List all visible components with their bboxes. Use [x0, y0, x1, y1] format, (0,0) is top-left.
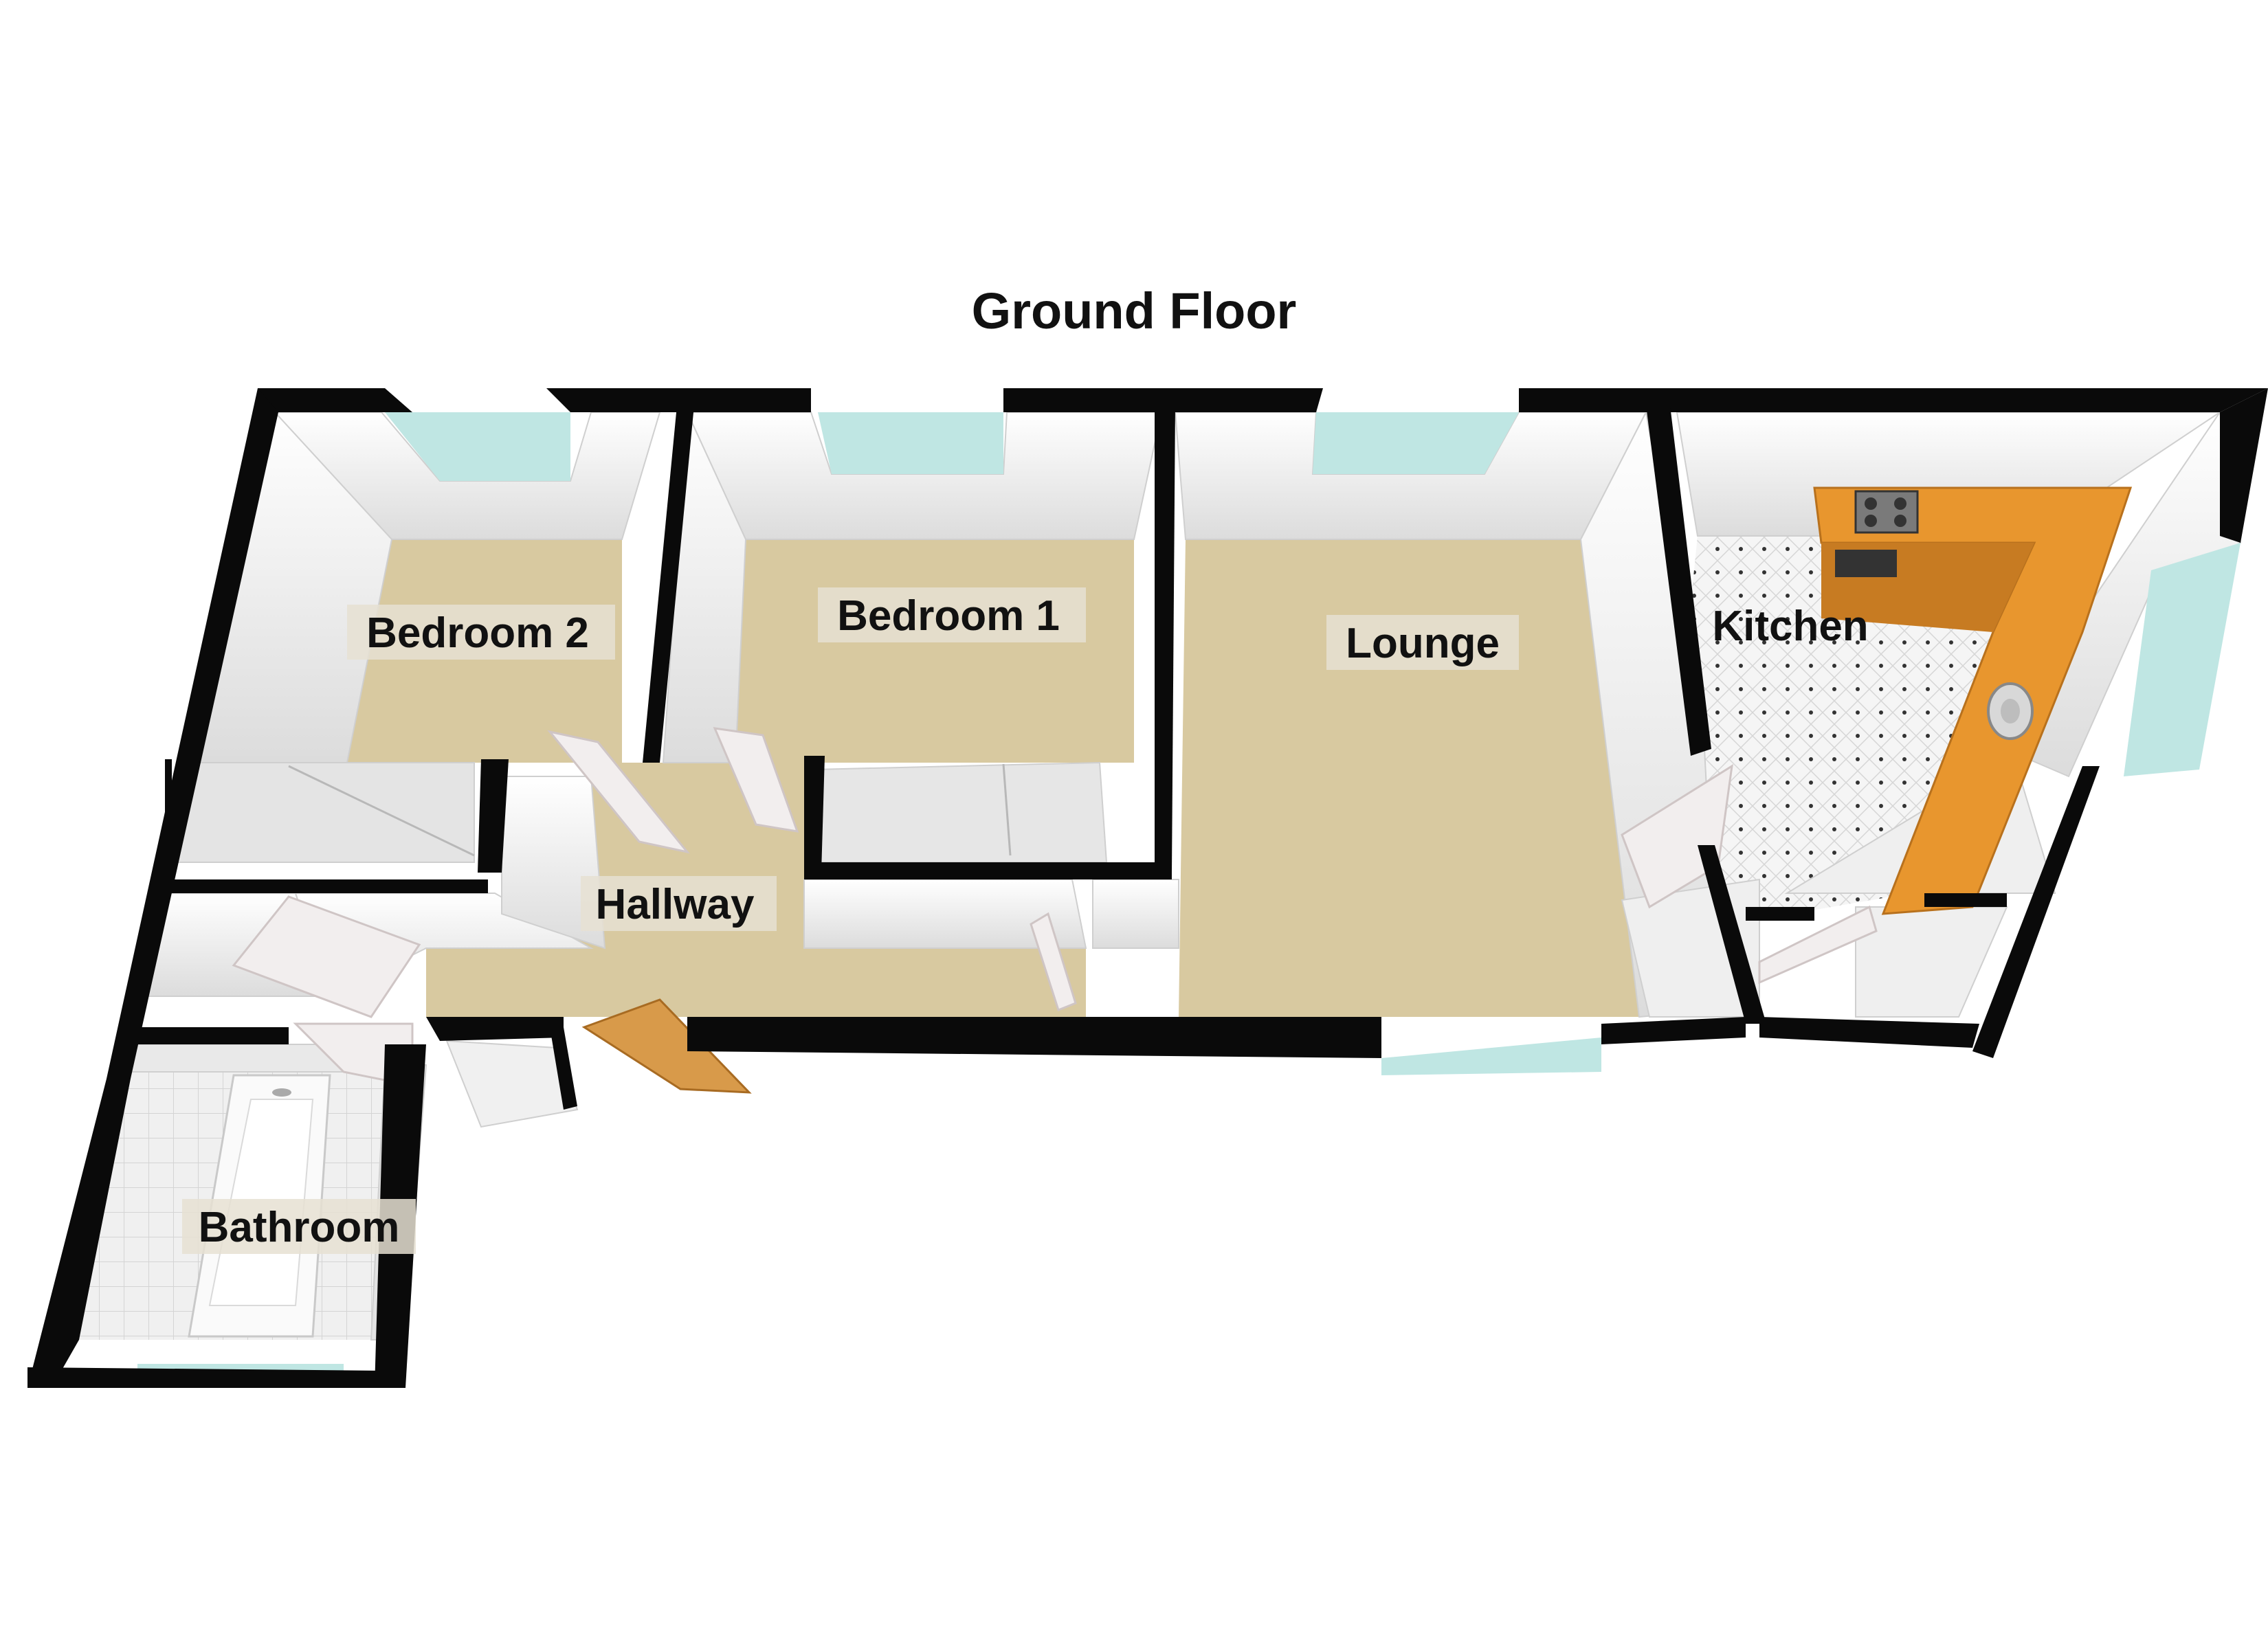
room-label-hallway: Hallway — [596, 881, 755, 928]
walls — [27, 388, 2268, 1388]
oven-icon — [1835, 550, 1897, 577]
kitchen-fittings — [1813, 486, 2133, 915]
doors — [232, 727, 1878, 1094]
bedroom1-floor — [735, 539, 1134, 763]
room-label-bedroom1: Bedroom 1 — [837, 592, 1060, 640]
door-icon — [1030, 912, 1077, 1011]
room-label-kitchen: Kitchen — [1712, 603, 1868, 650]
window-icon — [1313, 412, 1519, 474]
hob-icon — [1854, 490, 1919, 534]
room-label-lounge: Lounge — [1346, 620, 1500, 667]
wardrobe-icon — [164, 762, 475, 863]
floor-title: Ground Floor — [972, 282, 1297, 339]
wardrobe-icon — [810, 761, 1108, 863]
labels: Ground Floor Bedroom 2 Bedroom 1 Lounge … — [182, 282, 1869, 1254]
door-icon — [581, 998, 752, 1094]
lounge-floor — [1179, 539, 1639, 1017]
room-label-bedroom2: Bedroom 2 — [366, 609, 589, 657]
door-icon — [713, 727, 799, 833]
window-icon — [385, 412, 570, 481]
window-icon — [2124, 543, 2241, 776]
window-icon — [818, 412, 1003, 474]
window-icon — [1381, 1037, 1601, 1075]
room-label-bathroom: Bathroom — [199, 1204, 400, 1251]
door-icon — [232, 895, 421, 1018]
door-icon — [1758, 905, 1878, 985]
door-icon — [547, 730, 690, 854]
